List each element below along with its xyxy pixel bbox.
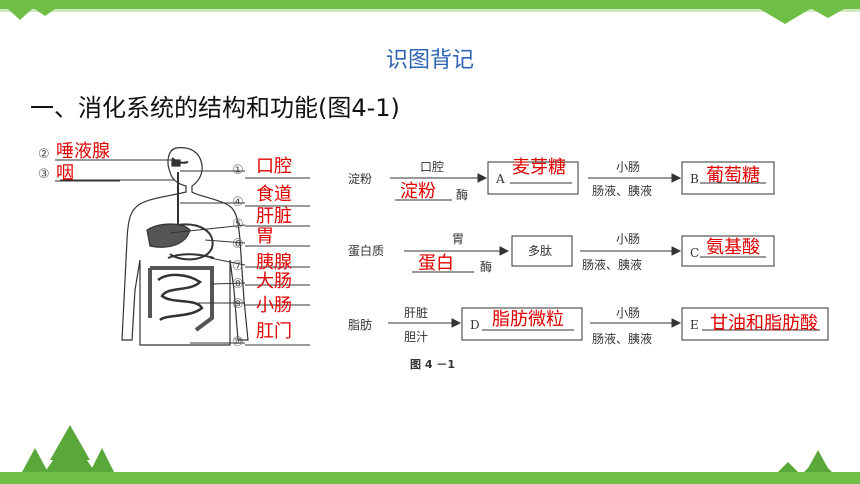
organ-answer-esophagus: 食道 <box>256 184 292 205</box>
organ-number: ④ <box>232 195 244 210</box>
organ-number: ⑨ <box>232 297 244 312</box>
box-letter: C <box>690 246 700 260</box>
flow-organ: 小肠 <box>616 160 641 174</box>
figure-caption: 图 4 －1 <box>410 358 455 371</box>
box-letter: B <box>690 172 699 186</box>
digestive-system-figure <box>121 147 249 346</box>
organ-number: ⑦ <box>232 259 244 274</box>
page-title: 识图背记 <box>385 48 474 73</box>
product-answer-maltose: 麦芽糖 <box>512 157 566 178</box>
leader-lines <box>55 159 310 346</box>
organ-number: ⑧ <box>232 277 244 292</box>
substrate-fat: 脂肪 <box>348 318 373 332</box>
organ-number: ⑥ <box>232 237 244 252</box>
organ-number: ⑩ <box>232 335 244 350</box>
top-bar-shade <box>0 9 860 12</box>
flow-organ: 肝脏 <box>404 306 429 320</box>
organ-answer-pharynx: 咽 <box>56 163 74 184</box>
section-heading: 一、消化系统的结构和功能(图4-1) <box>30 94 400 122</box>
substrate-protein: 蛋白质 <box>348 244 385 258</box>
organ-answer-stomach: 胃 <box>256 226 274 247</box>
organ-answer-large-intestine: 大肠 <box>256 271 292 292</box>
tree-icon <box>22 425 114 472</box>
organ-answer-anus: 肛门 <box>256 321 292 342</box>
enzyme-suffix: 酶 <box>456 188 469 202</box>
flow-juice: 肠液、胰液 <box>582 258 643 272</box>
flow-juice: 肠液、胰液 <box>592 184 653 198</box>
tree-icon <box>778 450 832 472</box>
box-letter: A <box>496 172 505 186</box>
box-letter: E <box>690 318 699 332</box>
organ-answer-small-intestine: 小肠 <box>256 295 292 316</box>
substrate-starch: 淀粉 <box>348 172 373 186</box>
top-green-bar <box>0 0 860 9</box>
flow-organ: 小肠 <box>616 232 641 246</box>
organ-answer-pancreas: 胰腺 <box>256 252 292 273</box>
flow-juice: 胆汁 <box>404 330 429 344</box>
organ-number: ③ <box>38 167 50 182</box>
organ-number: ⑤ <box>232 217 244 232</box>
box-letter: D <box>470 318 480 332</box>
organ-answer-mouth: 口腔 <box>256 156 292 177</box>
flow-diagram-lines <box>388 161 829 341</box>
bottom-green-bar <box>0 472 860 484</box>
product-answer-amino-acid: 氨基酸 <box>706 237 760 258</box>
flow-organ: 口腔 <box>420 160 445 174</box>
organ-answer-liver: 肝脏 <box>256 206 292 227</box>
flow-organ: 小肠 <box>616 306 641 320</box>
top-triangles-decoration <box>8 9 844 24</box>
organ-number: ② <box>38 147 50 162</box>
flow-juice: 肠液、胰液 <box>592 332 653 346</box>
intermediate-polypeptide: 多肽 <box>528 244 553 258</box>
enzyme-answer-starch: 淀粉 <box>400 181 436 202</box>
flow-organ: 胃 <box>452 232 465 246</box>
product-answer-fat-droplets: 脂肪微粒 <box>492 309 564 330</box>
organ-number: ① <box>232 163 244 178</box>
enzyme-answer-protein: 蛋白 <box>418 253 454 274</box>
organ-answer-salivary-gland: 唾液腺 <box>56 141 110 162</box>
enzyme-suffix: 酶 <box>480 260 493 274</box>
product-answer-glycerol-fatty-acid: 甘油和脂肪酸 <box>710 313 818 334</box>
product-answer-glucose: 葡萄糖 <box>706 165 760 186</box>
